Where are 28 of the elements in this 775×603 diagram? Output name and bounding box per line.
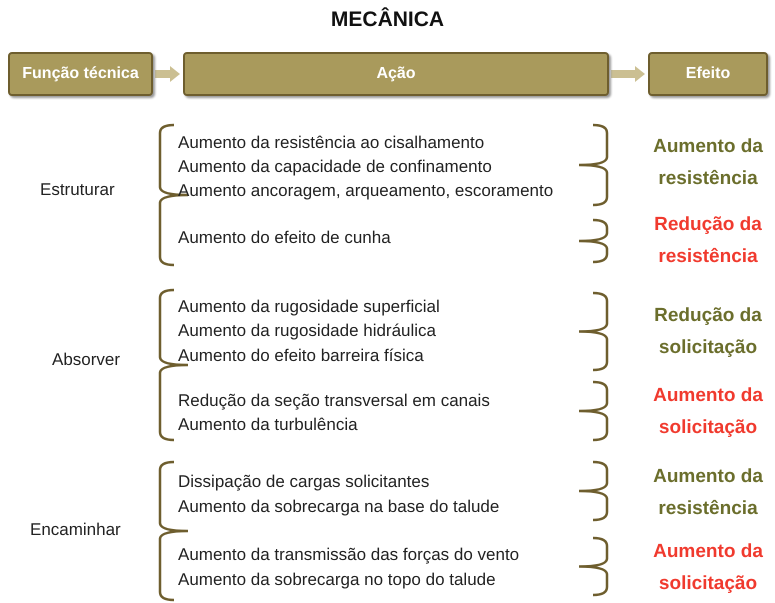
effect-label: Aumento da resistência — [652, 135, 764, 191]
action-text: Aumento da rugosidade hidráulica — [178, 321, 436, 341]
title: MECÂNICA — [330, 8, 446, 32]
action-text: Aumento do efeito barreira física — [178, 346, 424, 366]
action-text: Aumento ancoragem, arqueamento, escoramento — [178, 181, 554, 201]
effect-label: Redução da resistência — [653, 213, 763, 269]
header-box: Efeito — [648, 52, 768, 96]
header-box: Função técnica — [8, 52, 153, 96]
action-text: Aumento do efeito de cunha — [178, 228, 391, 248]
effect-label: Aumento da solicitação — [652, 540, 764, 596]
function-label: Estruturar — [40, 180, 115, 200]
action-text: Aumento da rugosidade superficial — [178, 297, 440, 317]
action-text: Aumento da capacidade de confinamento — [178, 157, 492, 177]
function-label: Encaminhar — [30, 520, 121, 540]
action-text: Aumento da sobrecarga na base do talude — [178, 497, 500, 517]
action-text: Aumento da resistência ao cisalhamento — [178, 133, 484, 153]
effect-label: Aumento da resistência — [652, 465, 764, 521]
action-text: Redução da seção transversal em canais — [178, 391, 490, 411]
chevron-arrow — [611, 66, 645, 82]
header-box: Ação — [183, 52, 609, 96]
effect-label: Redução da solicitação — [653, 304, 763, 360]
function-label: Absorver — [52, 350, 120, 370]
chevron-arrow — [155, 66, 180, 82]
effect-label: Aumento da solicitação — [652, 384, 764, 440]
action-text: Aumento da transmissão das forças do vento — [178, 545, 520, 565]
action-text: Aumento da turbulência — [178, 415, 358, 435]
action-text: Aumento da sobrecarga no topo do talude — [178, 570, 496, 590]
action-text: Dissipação de cargas solicitantes — [178, 472, 430, 492]
